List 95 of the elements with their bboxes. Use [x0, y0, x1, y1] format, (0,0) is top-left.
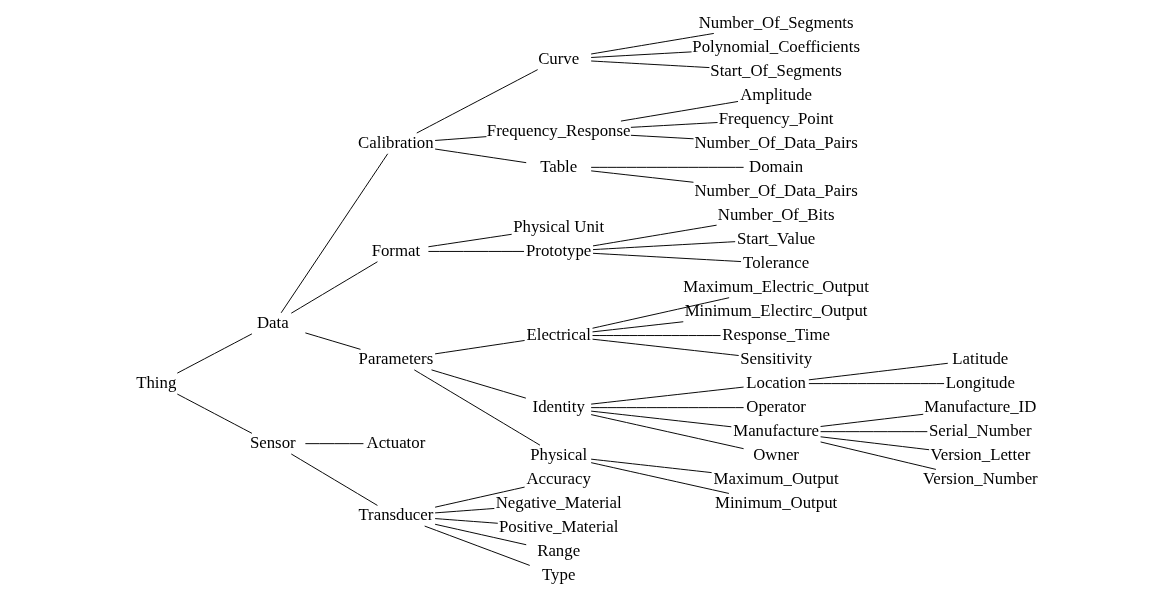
node-text: Polynomial_Coefficients [692, 36, 860, 56]
connector [820, 431, 928, 433]
node-text: Positive_Material [498, 517, 619, 537]
node-text: Number_Of_Data_Pairs [694, 132, 858, 152]
connector [592, 297, 730, 329]
connector [590, 410, 732, 428]
connector [592, 224, 718, 247]
connector [304, 443, 364, 445]
node-text: Domain [749, 156, 804, 176]
connector [808, 362, 949, 381]
connector [590, 407, 745, 409]
node-text: Type [542, 565, 576, 585]
node-text: Calibration [358, 132, 434, 152]
connector [820, 436, 930, 451]
node-text: Latitude [952, 349, 1009, 369]
connector [592, 321, 684, 333]
node-text: Tolerance [743, 252, 810, 272]
connector [434, 523, 527, 546]
connector [590, 462, 730, 494]
connector [413, 369, 541, 446]
node-text: Maximum_Output [713, 469, 839, 489]
connector [434, 148, 527, 164]
connector [304, 332, 361, 350]
node-text: Location [746, 373, 806, 393]
connector [592, 335, 722, 337]
connector [280, 153, 389, 314]
node-text: Range [537, 541, 581, 561]
node-text: Number_Of_Segments [698, 12, 854, 32]
connector [434, 507, 495, 514]
node-text: Minimum_Output [714, 493, 838, 513]
node-text: Serial_Number [929, 421, 1032, 441]
node-text: Parameters [358, 349, 434, 369]
node-text: Prototype [526, 240, 592, 260]
node-text: Owner [753, 445, 799, 465]
node-text: Start_Value [736, 228, 816, 248]
node-text: Response_Time [722, 324, 830, 344]
connector [590, 170, 694, 183]
node-text: Electrical [526, 324, 591, 344]
node-text: Start_Of_Segments [710, 60, 842, 80]
connector [290, 453, 378, 506]
node-text: Version_Letter [930, 445, 1031, 465]
connector [592, 252, 742, 263]
node-text: Minimum_Electirc_Output [684, 300, 868, 320]
node-text: Version_Number [922, 469, 1038, 489]
connector [590, 166, 745, 168]
connector [431, 369, 527, 399]
connector [590, 458, 713, 474]
connector [820, 441, 937, 470]
node-text: Table [540, 156, 578, 176]
connector [434, 339, 526, 355]
node-text: Data [256, 312, 289, 332]
node-text: Thing [136, 373, 177, 393]
node-text: Longitude [945, 373, 1015, 393]
connector [590, 60, 710, 69]
connector [176, 393, 253, 434]
node-text: Number_Of_Bits [717, 204, 835, 224]
connector [820, 413, 924, 427]
connector [592, 241, 736, 251]
connector [424, 525, 531, 566]
node-text: Manufacture_ID [924, 397, 1037, 417]
node-text: Frequency_Response [486, 120, 631, 140]
node-text: Actuator [366, 433, 426, 453]
node-text: Transducer [358, 505, 434, 525]
connector [434, 136, 487, 141]
node-text: Maximum_Electric_Output [683, 276, 869, 296]
connector [808, 383, 945, 385]
connector [434, 486, 526, 508]
connector [620, 101, 739, 122]
connector [592, 338, 740, 356]
node-text: Identity [532, 397, 585, 417]
connector [290, 261, 378, 314]
connector [590, 414, 745, 450]
connector [416, 69, 539, 134]
node-text: Frequency_Point [718, 108, 834, 128]
connector [434, 518, 499, 524]
connector [630, 134, 695, 140]
node-text: Amplitude [740, 84, 813, 104]
node-text: Curve [538, 48, 580, 68]
node-text: Physical Unit [513, 216, 605, 236]
node-text: Manufacture [733, 421, 820, 441]
connector [427, 250, 525, 252]
connector [590, 386, 745, 405]
node-text: Sensitivity [740, 349, 813, 369]
connector [427, 233, 513, 248]
connector [590, 51, 693, 58]
node-text: Negative_Material [495, 493, 622, 513]
connector [590, 32, 715, 55]
node-text: Number_Of_Data_Pairs [694, 180, 858, 200]
node-text: Format [371, 240, 421, 260]
node-text: Operator [746, 397, 806, 417]
node-text: Physical [530, 445, 588, 465]
connector [176, 333, 253, 374]
node-text: Sensor [249, 433, 296, 453]
connector [630, 122, 719, 128]
node-text: Accuracy [526, 469, 591, 489]
